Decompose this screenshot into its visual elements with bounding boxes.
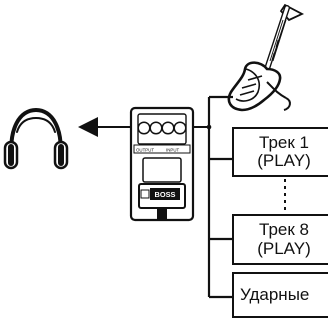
track-8-mode: (PLAY) (257, 238, 311, 258)
routing-lines (193, 95, 286, 299)
headphones-icon (3, 107, 69, 170)
track-1-box: Трек 1 (PLAY) (232, 127, 328, 177)
drums-label: Ударные (240, 285, 310, 304)
track-1-label: Трек 1 (259, 132, 309, 152)
electric-guitar-icon (227, 3, 305, 112)
drums-box: Ударные (232, 272, 328, 318)
track-8-box: Трек 8 (PLAY) (232, 214, 328, 265)
track-1-mode: (PLAY) (257, 151, 311, 170)
pedal-output-label: OUTPUT (136, 148, 154, 153)
pedal-brand-logo: BOSS (155, 190, 176, 199)
effects-pedal-icon: OUTPUT INPUT BOSS (129, 106, 195, 222)
track-8-label: Трек 8 (259, 220, 309, 240)
pedal-input-label: INPUT (166, 148, 179, 153)
